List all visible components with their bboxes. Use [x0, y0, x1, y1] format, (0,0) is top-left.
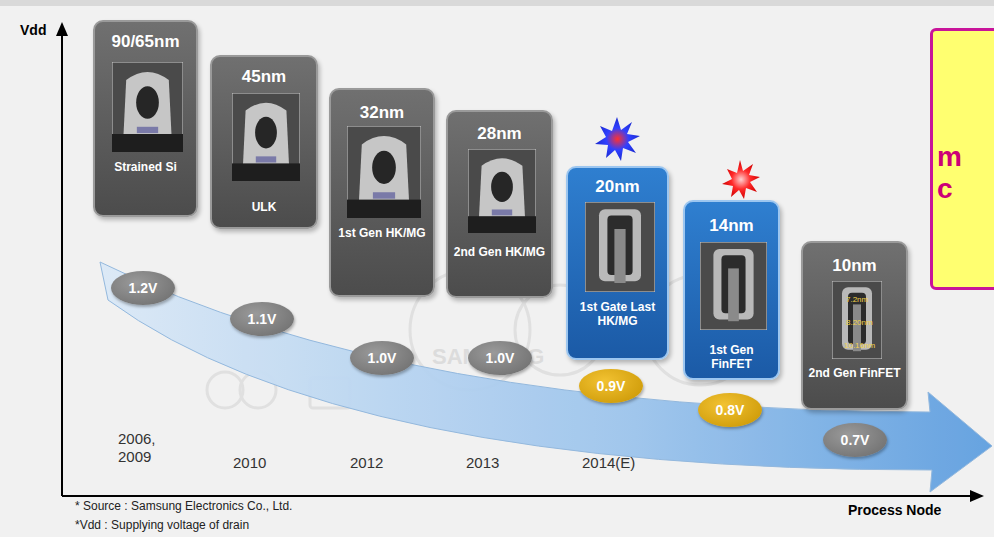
tem-image	[112, 62, 183, 152]
voltage-value: 1.2V	[129, 280, 158, 296]
footnote: * Source : Samsung Electronics Co., Ltd.	[75, 499, 292, 513]
callout-box: mc	[930, 28, 994, 290]
node-caption: ULK	[212, 200, 316, 214]
year-label: 2013	[466, 454, 499, 471]
node-title: 32nm	[331, 103, 433, 123]
dimension-label: 8.20nm	[846, 318, 873, 327]
voltage-value: 0.9V	[597, 378, 626, 394]
process-node-box: 32nm 1st Gen HK/MG	[329, 88, 435, 297]
voltage-ellipse: 1.1V	[230, 302, 294, 336]
voltage-ellipse: 0.9V	[579, 369, 643, 403]
dimension-label: 10.16nm	[844, 341, 875, 350]
voltage-value: 0.7V	[841, 432, 870, 448]
node-caption: Strained Si	[95, 160, 196, 174]
voltage-ellipse: 0.7V	[823, 423, 887, 457]
node-title: 90/65nm	[95, 32, 196, 52]
tem-image	[347, 126, 421, 218]
node-title: 20nm	[568, 177, 667, 197]
process-node-box: 90/65nmStrained Si	[93, 20, 198, 217]
tem-image	[468, 149, 536, 233]
node-title: 14nm	[685, 216, 778, 236]
voltage-ellipse: 1.2V	[111, 271, 175, 305]
voltage-value: 1.0V	[486, 350, 515, 366]
voltage-ellipse: 1.0V	[350, 341, 414, 375]
node-title: 10nm	[803, 256, 906, 276]
tem-image	[700, 242, 767, 330]
node-title: 45nm	[212, 67, 316, 87]
node-title: 28nm	[448, 124, 551, 144]
tem-image	[585, 202, 655, 292]
voltage-value: 1.0V	[368, 350, 397, 366]
process-node-box: 14nm 1st Gen FinFET	[683, 200, 780, 380]
voltage-value: 1.1V	[248, 311, 277, 327]
process-node-box: 45nmULK	[210, 55, 318, 229]
year-label: 2010	[233, 454, 266, 471]
voltage-ellipse: 1.0V	[468, 341, 532, 375]
dimension-label: 7.2nm	[846, 295, 868, 304]
voltage-ellipse: 0.8V	[698, 393, 762, 427]
process-node-box: 28nm 2nd Gen HK/MG	[446, 110, 553, 298]
year-label: 2014(E)	[582, 454, 635, 471]
node-caption: 2nd Gen FinFET	[803, 366, 906, 380]
axis-label: Process Node	[848, 502, 941, 518]
node-title: m	[937, 141, 994, 173]
year-label: 2012	[350, 454, 383, 471]
tem-image	[232, 93, 300, 181]
voltage-value: 0.8V	[716, 402, 745, 418]
axis-label: Vdd	[20, 22, 46, 38]
node-caption: 1st Gen HK/MG	[331, 226, 433, 240]
node-caption: 1st Gate Last HK/MG	[568, 300, 667, 328]
node-caption: 2nd Gen HK/MG	[448, 245, 551, 259]
year-label: 2006, 2009	[118, 430, 178, 466]
node-caption: c	[937, 173, 994, 205]
process-node-box: 20nm 1st Gate Last HK/MG	[566, 166, 669, 360]
footnote: *Vdd : Supplying voltage of drain	[75, 518, 249, 532]
node-caption: 1st Gen FinFET	[685, 343, 778, 371]
